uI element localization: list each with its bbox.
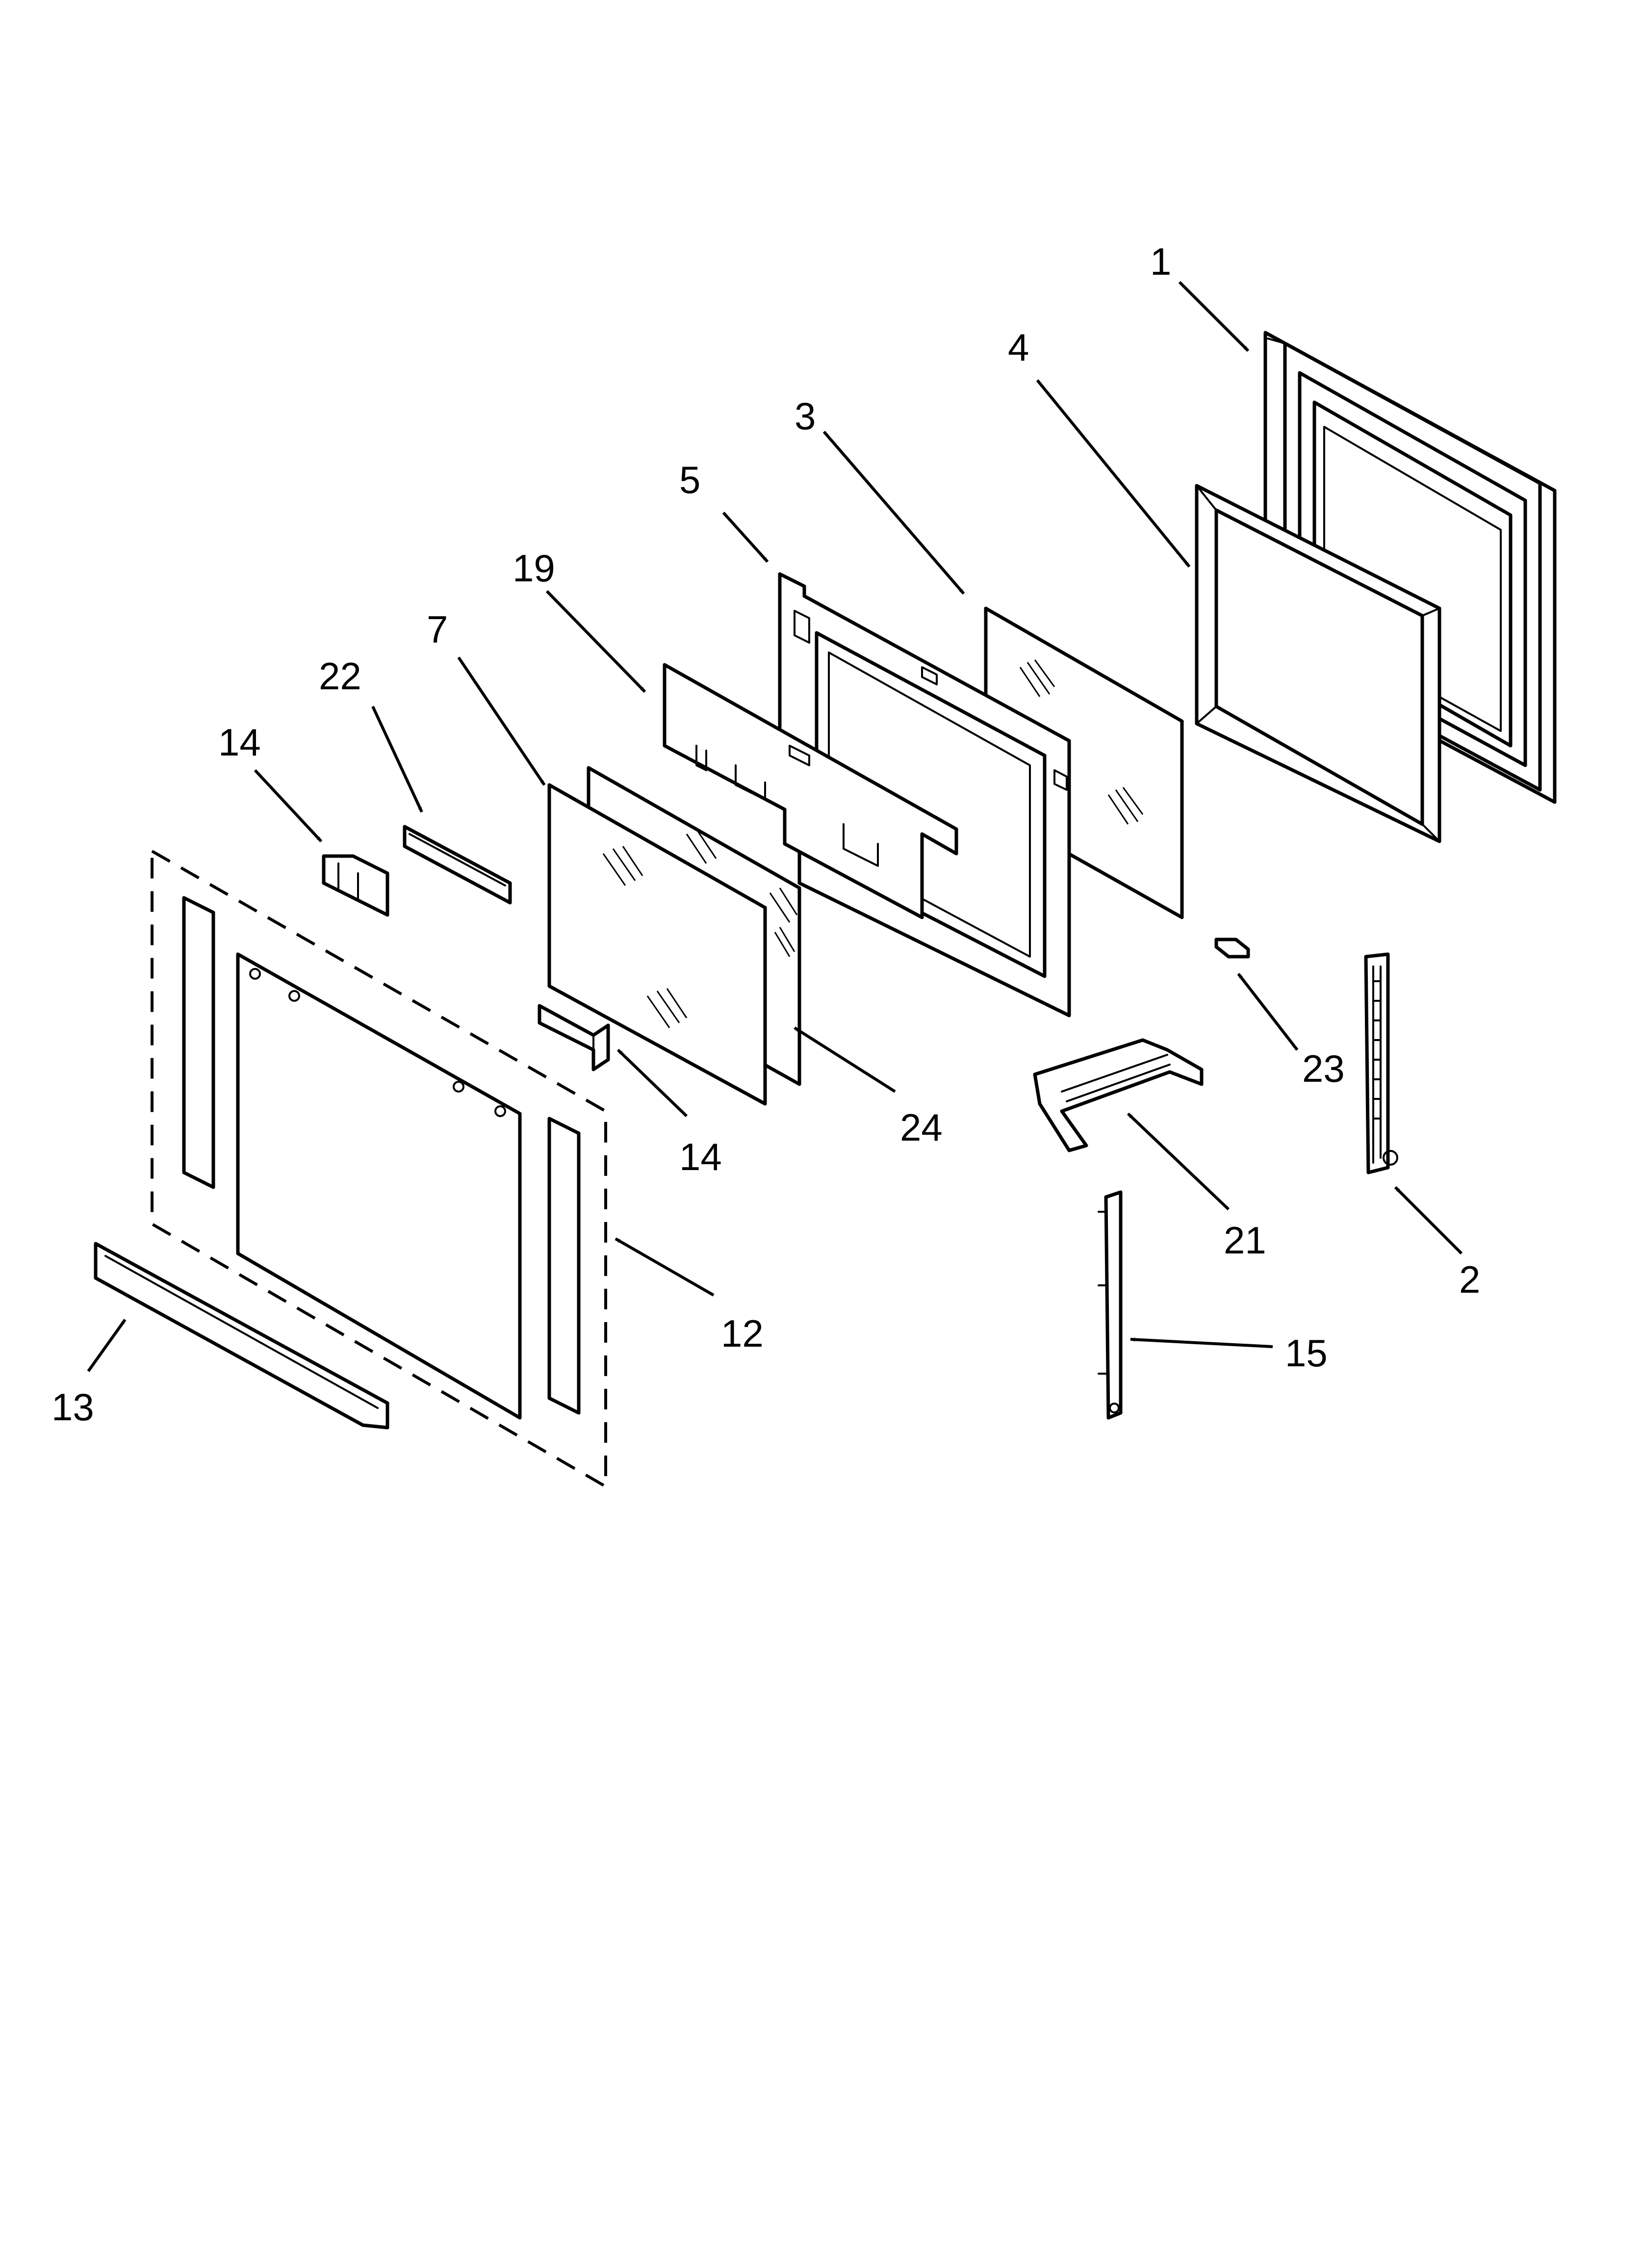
part-13-door-handle	[94, 1242, 389, 1430]
callout-7: 7	[427, 608, 448, 651]
callout-3: 3	[795, 394, 816, 438]
part-14-spacer-bottom	[538, 1004, 610, 1071]
callout-15: 15	[1285, 1331, 1328, 1375]
callout-4: 4	[1008, 326, 1029, 369]
callout-1: 1	[1150, 240, 1171, 283]
part-19-heat-shield	[663, 663, 958, 919]
callout-2: 2	[1459, 1258, 1480, 1301]
callout-13: 13	[51, 1385, 94, 1429]
callout-22: 22	[319, 654, 361, 698]
callout-19: 19	[513, 547, 555, 590]
callout-21: 21	[1224, 1219, 1266, 1262]
callout-14-bottom: 14	[679, 1135, 722, 1178]
leader-arrows	[87, 281, 1463, 1372]
part-21-vent-bracket	[1033, 1038, 1204, 1152]
part-14-spacer-top	[322, 854, 389, 917]
part-12-outer-door-glass-panel	[151, 848, 607, 1489]
callout-24: 24	[900, 1106, 943, 1149]
part-7-outer-glass	[547, 783, 795, 1106]
callout-23: 23	[1302, 1047, 1345, 1090]
part-2-door-hinge	[1364, 952, 1398, 1174]
callout-5: 5	[679, 458, 700, 501]
part-23-clip	[1214, 938, 1250, 959]
part-15-latch-rod	[1098, 1190, 1123, 1420]
part-4-door-gasket-frame	[1195, 484, 1441, 843]
part-22-glass-retainer	[403, 825, 512, 905]
callout-14-top: 14	[218, 721, 261, 764]
callout-12: 12	[721, 1312, 764, 1355]
